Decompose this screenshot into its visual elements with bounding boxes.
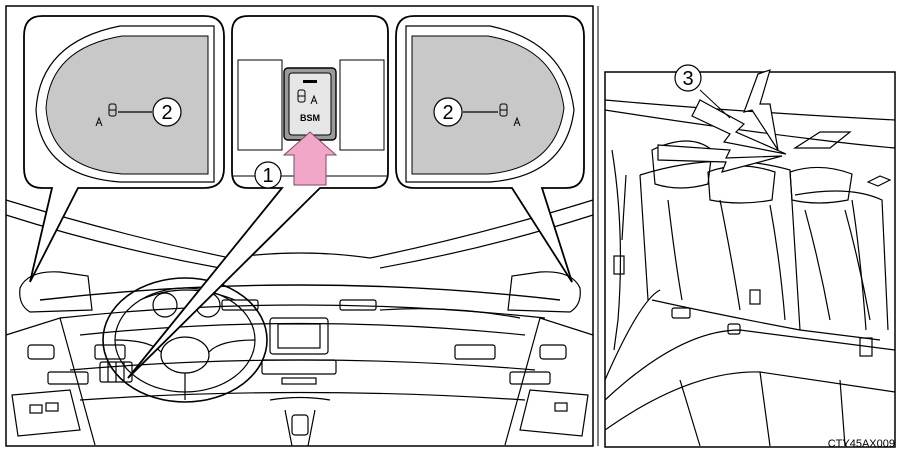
callout-1: 1 xyxy=(262,165,273,187)
callout-2-left: 2 xyxy=(161,102,172,124)
press-arrow-icon xyxy=(282,131,338,186)
figure-code: CTY45AX009 xyxy=(827,438,895,450)
bsm-switch-zoom: BSM 1 xyxy=(232,59,388,189)
rear-beep-indicator xyxy=(657,69,787,173)
bsm-vehicle-icon xyxy=(95,103,117,127)
callout-3: 3 xyxy=(682,68,693,90)
callout-3-circle xyxy=(674,64,702,92)
callout-3-leader xyxy=(699,89,731,119)
right-mirror-zoom: 2 xyxy=(405,25,575,183)
cockpit-illustration xyxy=(5,5,594,447)
rear-seat-illustration xyxy=(604,71,896,448)
bsm-vehicle-icon xyxy=(499,103,521,127)
left-mirror-zoom: 2 xyxy=(35,25,215,183)
callout-2-right: 2 xyxy=(442,102,453,124)
bsm-switch-label: BSM xyxy=(300,113,320,123)
bsm-switch-icon xyxy=(297,89,318,105)
